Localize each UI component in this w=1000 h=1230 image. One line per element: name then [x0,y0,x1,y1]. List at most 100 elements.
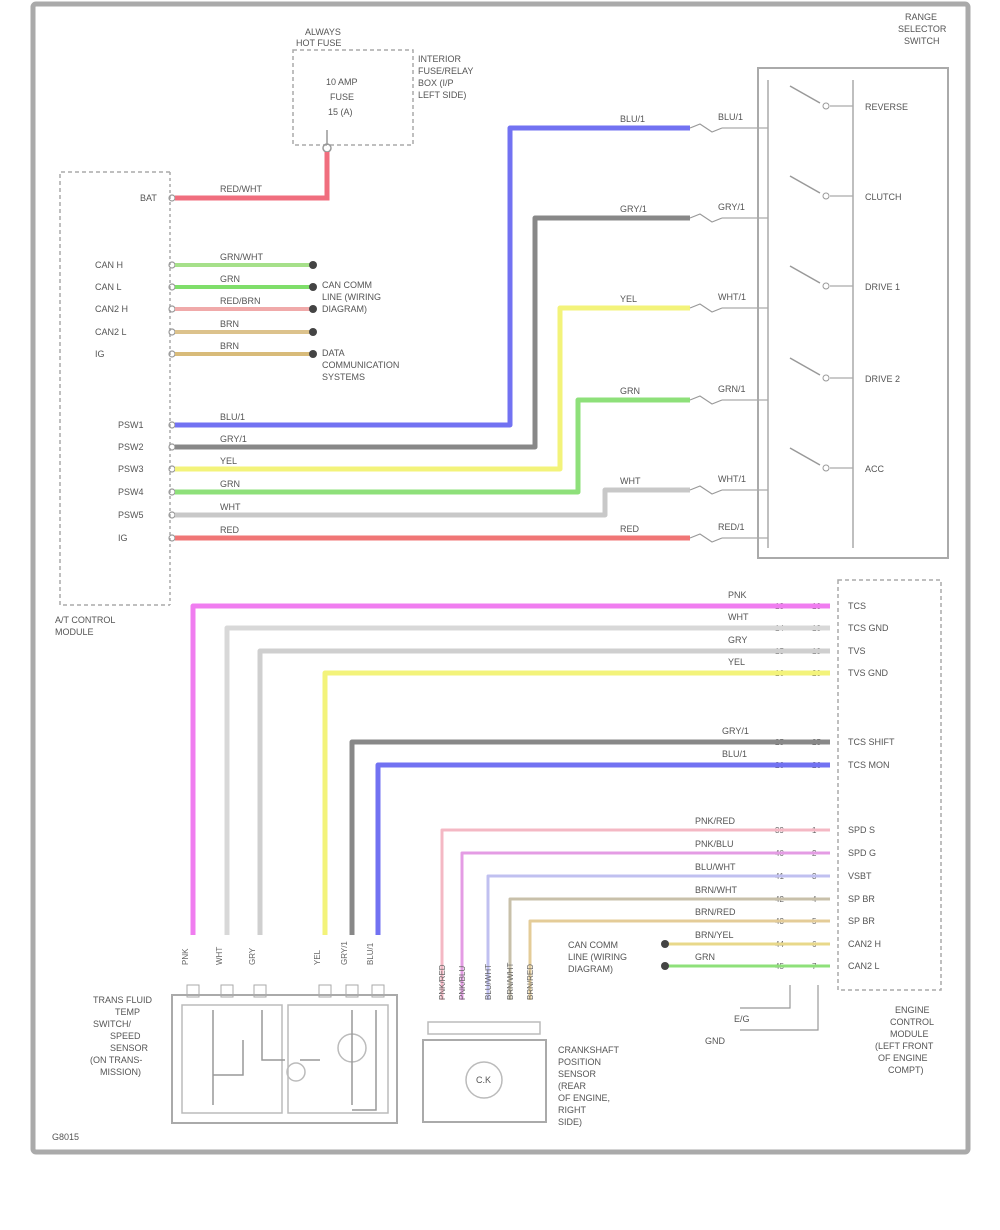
solenoid-wire-label: YEL [313,949,322,965]
switch-connector-mark [689,213,723,223]
wire-sensor [440,828,830,1000]
switch-connector-mark [689,485,723,495]
wire-range-switch [175,397,690,495]
ecm-row-wire: WHT [728,612,749,622]
sensor-label-line-6: RIGHT [558,1105,587,1115]
switch-contact-point [822,464,830,472]
sensor-label-line-2: POSITION [558,1057,601,1067]
switch-wire-label-left: WHT [620,476,641,486]
sensor-symbol-text: C.K [476,1075,491,1085]
ecm-row-label: SP BR [848,894,875,904]
atcm-label-line-2: MODULE [55,627,94,637]
switch-connector-mark [689,303,723,313]
switch-contact-point [822,374,830,382]
ecm-row-label: SPD G [848,848,876,858]
ecm-row-label: TCS GND [848,623,889,633]
wire-end-dot [661,962,669,970]
fuse-inside-line-2: FUSE [330,92,354,102]
solenoid-wire-label: WHT [215,947,224,965]
figure-code: G8015 [52,1132,79,1142]
wire-end-dot [309,328,317,336]
ecm-label-line-1: ENGINE [895,1005,930,1015]
fuse-side-line-2: FUSE/RELAY [418,66,473,76]
ecm-row-label: TCS [848,601,866,611]
fuse-side-line-3: BOX (I/P [418,78,454,88]
switch-connector-mark [689,533,723,543]
ecm-label-line-6: COMPT) [888,1065,924,1075]
sensor-label-line-7: SIDE) [558,1117,582,1127]
ecm-label-line-3: MODULE [890,1029,929,1039]
atcm-pin-label: IG [95,349,105,359]
switch-contact-point [822,282,830,290]
fuse-side-line-1: INTERIOR [418,54,462,64]
ground-lead-2 [740,985,819,1031]
ecm-row-label: SP BR [848,916,875,926]
ecm-row-wire: GRY/1 [722,726,749,736]
switch-wire-label-right: WHT/1 [718,474,746,484]
wire-solenoid [322,670,830,935]
switch-wire-label-left: BLU/1 [620,114,645,124]
switch-contact-point [822,192,830,200]
fuse-title-line-2: HOT FUSE [296,38,341,48]
at-control-module: A/T CONTROL MODULE [55,171,171,637]
solenoid-label-line-2: TEMP [115,1007,140,1017]
wire-solenoid [224,625,830,935]
atcm-pin-label: CAN2 L [95,327,127,337]
wire-label-can: GRN [220,274,240,284]
ecm-row-wire: YEL [728,657,745,667]
switch-title-line-2: SELECTOR [898,24,947,34]
wire-end-dot [661,940,669,948]
ecm-row-wire: BLU/1 [722,749,747,759]
wire-bat [175,152,330,201]
atcm-pin-label: IG [118,533,128,543]
wire-label-range: GRY/1 [220,434,247,444]
fuse-inside-line-3: 15 (A) [328,107,353,117]
atcm-pin-label: PSW2 [118,442,144,452]
atcm-pin-label: PSW4 [118,487,144,497]
can-note2-line-1: DATA [322,348,345,358]
ecm-row-label: CAN2 L [848,961,880,971]
wire-solenoid [190,603,830,935]
switch-wire-label-right: RED/1 [718,522,745,532]
wire-end-dot [309,350,317,358]
wire-label-range: YEL [220,456,237,466]
wire-end-dot [309,261,317,269]
switch-contact [789,447,821,466]
engine-control-module: ENGINE CONTROL MODULE (LEFT FRONT OF ENG… [705,579,942,1075]
wire-label-range: WHT [220,502,241,512]
wire-range-switch [175,305,690,472]
wire-solenoid-shift [375,762,830,935]
ground-lead-1 [740,985,791,1009]
trans-fluid-temp-switch: TRANS FLUID TEMP SWITCH/ SPEED SENSOR (O… [90,994,398,1124]
ecm-row-label: TVS [848,646,866,656]
sensor-label-line-1: CRANKSHAFT [558,1045,620,1055]
ecm-row-label: TCS SHIFT [848,737,895,747]
switch-wire-label-left: YEL [620,294,637,304]
switch-wire-label-left: RED [620,524,640,534]
can-note-line-2: LINE (WIRING [322,292,381,302]
wire-range-switch [175,487,690,518]
fuse-side-line-4: LEFT SIDE) [418,90,466,100]
atcm-pin-label: CAN L [95,282,122,292]
diagram-frame [30,1,971,1155]
wire-range-switch [175,125,690,428]
switch-contact-point [822,102,830,110]
wire-label-range: BLU/1 [220,412,245,422]
ecm-row-label: SPD S [848,825,875,835]
atcm-pin-label: BAT [140,193,157,203]
atcm-pin-terminal [168,305,176,313]
solenoid-wire-label: GRY [248,947,257,965]
ecm-can-note-line-3: DIAGRAM) [568,964,613,974]
atcm-pin-group-range-switch: PSW1BLU/1PSW2GRY/1PSW3YELPSW4GRNPSW5WHTI… [118,125,690,543]
crankshaft-position-sensor: C.K CRANKSHAFT POSITION SENSOR (REAR OF … [422,1021,620,1127]
wire-label-range: GRN [220,479,240,489]
can-note-line-3: DIAGRAM) [322,304,367,314]
atcm-pin-label: CAN H [95,260,123,270]
switch-title-line-1: RANGE [905,12,937,22]
sensor-label-line-5: OF ENGINE, [558,1093,610,1103]
solenoid-pin-box [253,984,267,998]
wire-sensor [486,874,830,1000]
wire-label-can: BRN [220,319,239,329]
routed-wires [190,603,830,1000]
